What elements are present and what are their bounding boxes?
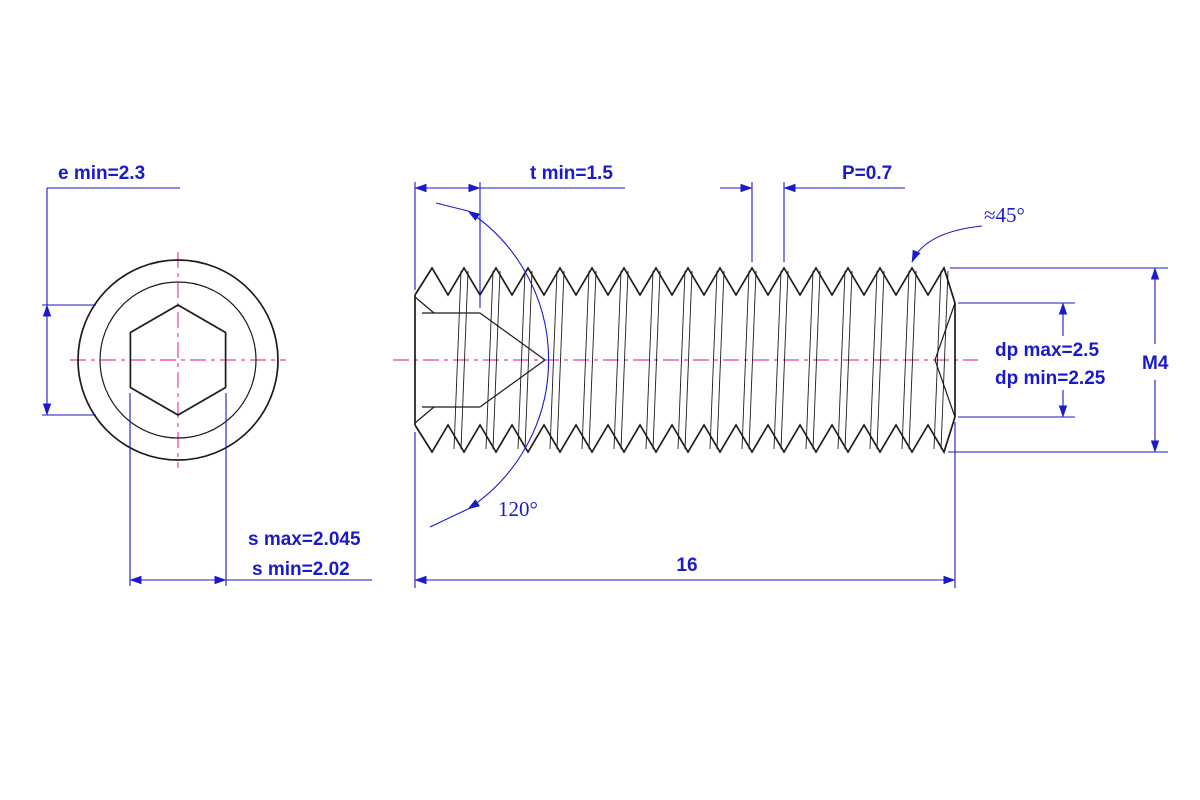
cup-point	[934, 302, 956, 418]
side-view-dimensions: t min=1.5 P=0.7 ≈45° dp max=2.5 dp min=2…	[414, 163, 1169, 588]
angle-ray	[435, 202, 469, 212]
dimension-t: t min=1.5	[414, 163, 625, 308]
angle-arc	[467, 210, 550, 510]
outer-diameter-circle	[77, 259, 279, 461]
hex-socket-outline	[129, 304, 227, 416]
chamfer-circle	[99, 281, 257, 439]
length-label: 16	[676, 555, 697, 576]
dimension-p: P=0.7	[720, 163, 905, 262]
angle-ray	[429, 508, 469, 528]
dp-max-label: dp max=2.5	[995, 340, 1099, 361]
thread-profile-top	[414, 265, 956, 304]
dimension-length: 16	[414, 422, 956, 588]
dp-min-label: dp min=2.25	[995, 368, 1106, 389]
end-view-dimensions: e min=2.3 s max=2.045 s min=2.02	[42, 163, 372, 586]
thread-profile-bottom	[414, 416, 956, 455]
pitch-label: P=0.7	[842, 163, 892, 184]
dimension-cone-angle: 120°	[429, 202, 550, 528]
dimension-chamfer-angle: ≈45°	[911, 203, 1025, 263]
e-min-label: e min=2.3	[58, 163, 145, 184]
end-view	[70, 252, 286, 468]
dimension-s: s max=2.045 s min=2.02	[129, 393, 372, 586]
dimension-dp: dp max=2.5 dp min=2.25	[958, 302, 1106, 418]
chamfer-angle-label: ≈45°	[984, 203, 1025, 227]
thread-flank-lines	[453, 270, 949, 450]
side-view	[393, 265, 978, 455]
thread-size-label: M4	[1142, 353, 1169, 374]
socket-drill-cone	[479, 359, 546, 408]
leader-line	[911, 225, 983, 263]
t-min-label: t min=1.5	[530, 163, 613, 184]
s-max-label: s max=2.045	[248, 529, 361, 550]
cone-angle-label: 120°	[498, 497, 538, 521]
dimension-e: e min=2.3	[42, 163, 180, 416]
dimension-thread-size: M4	[948, 267, 1169, 453]
socket-mouth-chamfer	[414, 296, 435, 314]
socket-mouth-chamfer	[414, 406, 435, 424]
s-min-label: s min=2.02	[252, 559, 350, 580]
